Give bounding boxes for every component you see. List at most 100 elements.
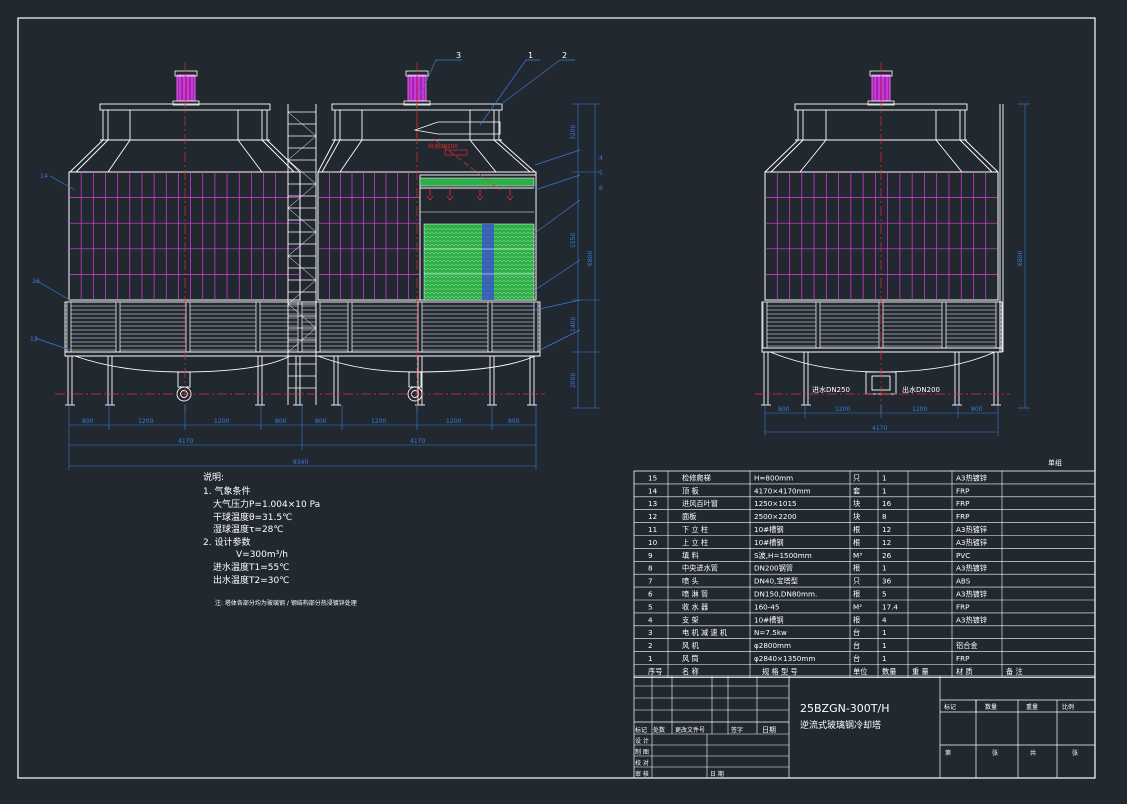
bom-cell: 根: [853, 538, 860, 547]
louver-post: [762, 301, 768, 349]
subtotal-right: 4170: [410, 438, 425, 445]
bom-header-cell: 数量: [882, 667, 896, 676]
side-outlet-label: 出水DN200: [902, 385, 940, 394]
bom-cell: 8: [882, 512, 887, 521]
louver-post: [255, 301, 261, 353]
bom-header-cell: 材 质: [956, 667, 973, 676]
bom-cell: 只: [853, 577, 860, 586]
bom-cell: 6: [648, 590, 653, 599]
nozzle-tip: [506, 195, 514, 201]
bom-cell: φ2840×1350mm: [754, 654, 815, 663]
bom-cell: 台: [853, 654, 860, 663]
vertical-dimension-side: [1018, 103, 1030, 409]
bom-header-cell: 单位: [853, 667, 867, 676]
fill-media: [423, 223, 537, 301]
ladder-brace: [287, 111, 317, 161]
bom-cell: 12: [882, 525, 891, 534]
tb-sheet-0: 第: [945, 749, 951, 757]
bom-header-cell: 规 格 型 号: [762, 667, 798, 676]
bom-cell: 块: [853, 512, 860, 521]
inlet-louvers-side: [761, 301, 1003, 349]
ladder-brace: [287, 207, 317, 257]
basin-front: [64, 351, 541, 373]
bom-cell: 进风百叶窗: [682, 499, 718, 508]
callout-2: 2: [562, 51, 567, 60]
side-inlet-label: 进水DN250: [812, 385, 850, 394]
panel-grid-side: [765, 172, 998, 300]
bom-cell: 电 机 减 速 机: [682, 628, 728, 637]
louver-post: [115, 301, 121, 353]
tb-role-check: 校 对: [635, 759, 649, 767]
bom-cell: 2500×2200: [754, 512, 797, 521]
bom-cell: 4: [882, 615, 887, 624]
tb-role-design: 设 计: [635, 737, 649, 745]
tb-sheet-2: 共: [1030, 749, 1036, 757]
louver-post: [417, 301, 423, 353]
tb-sheet-1: 张: [992, 749, 998, 757]
side-bdim-1200-a: 1200: [835, 406, 850, 413]
bom-cell: 根: [853, 615, 860, 624]
louver-post: [815, 301, 821, 349]
bdim-1200-d: 1200: [446, 418, 461, 425]
bom-cell: 面板: [682, 512, 696, 521]
bom-cell: DN150,DN80mm.: [754, 590, 817, 599]
nozzle-tip: [446, 195, 454, 201]
bom-cell: 喷 淋 管: [682, 590, 708, 599]
horizontal-dimensions-side: [764, 405, 999, 436]
notes-line-3: 干球温度θ=31.5℃: [213, 511, 292, 523]
bom-cell: FRP: [956, 654, 970, 663]
bom-cell: 顶 板: [682, 486, 699, 495]
bom-cell: 铝合金: [956, 641, 978, 650]
bom-cell: FRP: [956, 486, 970, 495]
fill-hatch-line: [423, 263, 537, 267]
spray-header: [413, 121, 501, 135]
bom-cell: A3热镀锌: [956, 590, 987, 599]
bom-cell: 下 立 柱: [682, 525, 708, 534]
bdim-1200-c: 1200: [371, 418, 386, 425]
fill-hatch-line: [423, 259, 537, 263]
bdim-1200-a: 1200: [138, 418, 153, 425]
bom-cell: 36: [882, 577, 892, 586]
louver-post: [347, 301, 353, 353]
bom-cell: 1: [882, 628, 887, 637]
spray-nozzles: [426, 188, 514, 201]
bom-cell: 14: [648, 486, 658, 495]
bom-cell: 1: [882, 654, 887, 663]
side-view: 6800 800 1200 1200 800 4170 进水DN250 出水DN…: [755, 62, 1030, 436]
bom-cell: 根: [853, 525, 860, 534]
tb-right-h1: 数量: [985, 703, 997, 711]
ladder-brace: [287, 303, 317, 353]
nozzle-tip: [476, 195, 484, 201]
tb-right-h2: 重量: [1026, 703, 1038, 711]
bom-cell: FRP: [956, 512, 970, 521]
tb-left-h2: 更改文件号: [675, 726, 705, 734]
bom-cell: 3: [648, 628, 653, 637]
tb-left-h4: 日期: [762, 726, 776, 734]
motor-left: [172, 70, 200, 106]
tb-left-h0: 标记: [635, 726, 647, 734]
bom-cell: 4170×4170mm: [754, 486, 811, 495]
fill-hatch-line: [423, 267, 537, 271]
bom-cell: 11: [648, 525, 657, 534]
panel-grid-right: [318, 172, 420, 300]
centerline-side: [755, 62, 1010, 412]
louver-frame: [64, 301, 541, 353]
bom-cell: 4: [648, 615, 653, 624]
bdim-1200-b: 1200: [214, 418, 229, 425]
tb-role-draw: 制 图: [635, 748, 649, 756]
bom-cell: 只: [853, 473, 860, 482]
side-overall-width: 4170: [872, 425, 887, 432]
bom-title-tag: 单组: [1048, 458, 1062, 467]
bom-cell: 块: [853, 499, 860, 508]
notes-line-6: V=300m³/h: [236, 550, 288, 560]
marker-5: 5: [599, 170, 603, 177]
bom-cell: 9: [648, 551, 653, 560]
bom-cell: FRP: [956, 602, 970, 611]
bdim-800-a: 800: [82, 418, 94, 425]
outer-frame: [17, 17, 1096, 779]
bom-cell: 13: [648, 499, 657, 508]
fan-stack-side: [764, 103, 999, 173]
notes-line-5: 2. 设计参数: [203, 536, 250, 548]
